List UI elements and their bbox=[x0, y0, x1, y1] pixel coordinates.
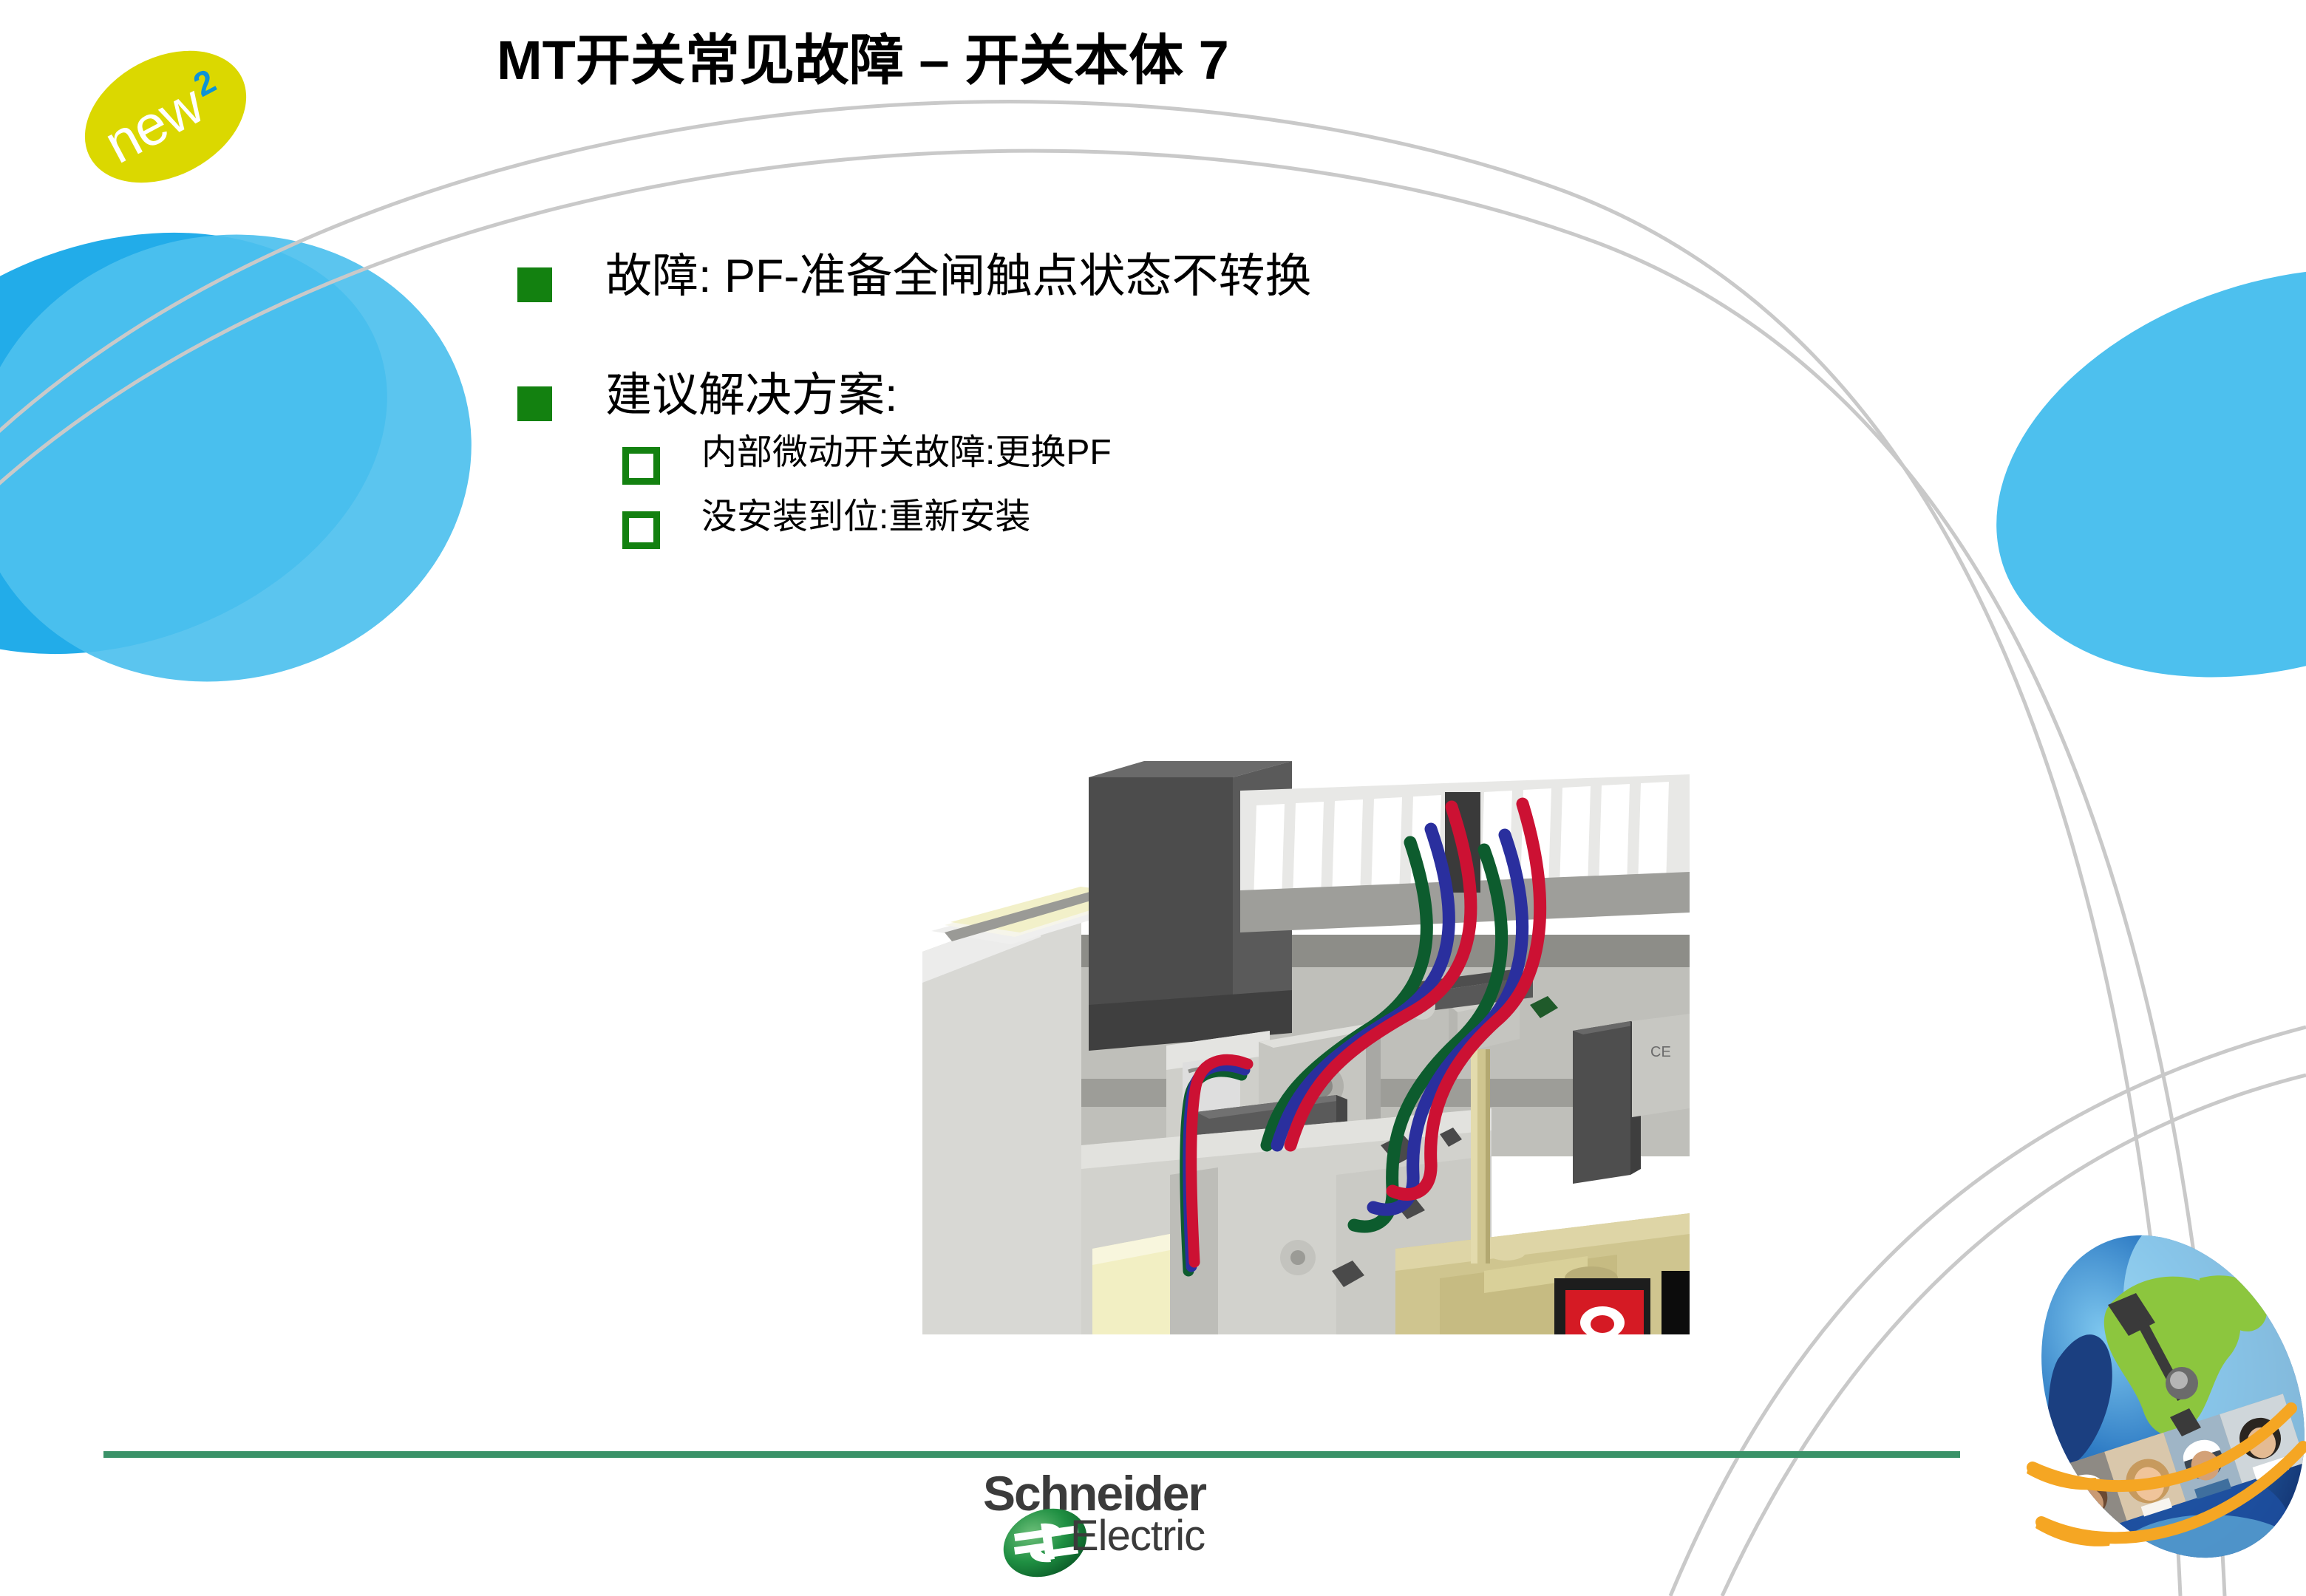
bullet-level2-label: 没安装到位:重新安装 bbox=[701, 497, 1031, 536]
globe-people-graphic bbox=[2025, 1212, 2306, 1581]
schneider-s-mark-icon bbox=[1003, 1508, 1087, 1578]
bullet-level2-item: 内部微动开关故障:更换PF bbox=[622, 432, 1922, 485]
footer-divider bbox=[103, 1451, 1960, 1458]
svg-text:CE: CE bbox=[1650, 1044, 1671, 1060]
bullet-level1-item: 建议解决方案: bbox=[517, 369, 1922, 422]
hollow-square-bullet-icon bbox=[622, 511, 660, 549]
brand-subname: Electric bbox=[1070, 1512, 1205, 1560]
bullet-level2-label: 内部微动开关故障:更换PF bbox=[701, 432, 1112, 472]
new2-logo-word: new bbox=[94, 72, 214, 176]
bullet-level1-label: 故障: PF-准备全闸触点状态不转换 bbox=[605, 250, 1312, 302]
filled-square-bullet-icon bbox=[517, 267, 552, 302]
brand-name: Schneider bbox=[983, 1466, 1207, 1521]
bullet-level1-label: 建议解决方案: bbox=[605, 369, 898, 422]
slide-title: MT开关常见故障 – 开关本体 7 bbox=[497, 30, 1229, 91]
bullet-level2-item: 没安装到位:重新安装 bbox=[622, 497, 1922, 549]
schneider-electric-logo: Schneider Electric bbox=[961, 1469, 1256, 1580]
product-image: CE bbox=[922, 761, 1690, 1334]
right-blue-shape bbox=[1996, 268, 2306, 678]
left-blue-shapes bbox=[0, 232, 472, 682]
filled-square-bullet-icon bbox=[517, 386, 552, 422]
slide-body: 故障: PF-准备全闸触点状态不转换 建议解决方案: 内部微动开关故障:更换PF… bbox=[517, 250, 1922, 549]
bullet-level1-item: 故障: PF-准备全闸触点状态不转换 bbox=[517, 250, 1922, 302]
hollow-square-bullet-icon bbox=[622, 446, 660, 485]
